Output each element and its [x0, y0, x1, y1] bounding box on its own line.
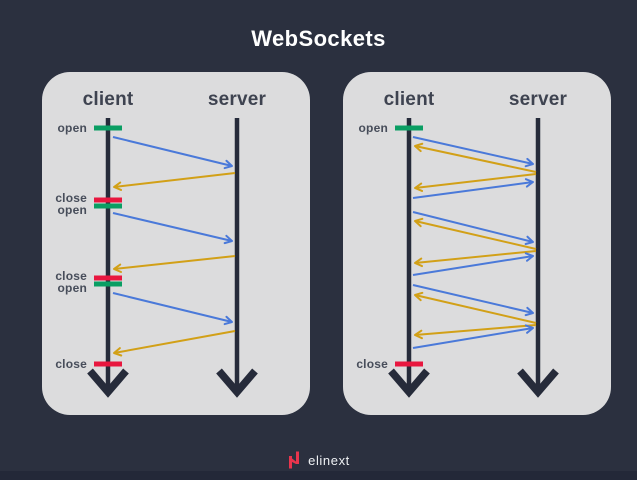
close-label: close — [356, 357, 388, 371]
client-to-server-message-arrow — [412, 252, 534, 276]
lifeline-arrowhead — [517, 368, 559, 398]
client-to-server-message-arrow — [412, 211, 534, 246]
close-label: close — [55, 357, 87, 371]
server-to-client-message-arrow — [113, 172, 236, 191]
server-to-client-message-arrow — [414, 217, 537, 250]
panel-persistent-connection: client server open close — [343, 72, 611, 415]
client-to-server-message-arrow — [412, 324, 534, 349]
server-to-client-message-arrow — [113, 330, 236, 357]
bottom-edge-strip — [0, 471, 637, 480]
server-to-client-message-arrow — [414, 250, 537, 268]
close-label: close — [55, 191, 87, 205]
server-to-client-message-arrow — [414, 142, 537, 173]
client-to-server-message-arrow — [112, 292, 233, 326]
server-header: server — [207, 89, 267, 110]
brand-wordmark: elinext — [308, 452, 350, 468]
client-to-server-message-arrow — [412, 284, 534, 317]
client-to-server-message-arrow — [412, 178, 534, 199]
client-to-server-message-arrow — [112, 212, 233, 245]
server-header: server — [508, 89, 568, 110]
client-header: client — [383, 89, 435, 110]
server-to-client-message-arrow — [414, 324, 537, 340]
sequence-diagram-right: open close — [356, 118, 559, 398]
brand-footer: elinext — [0, 450, 637, 470]
client-header: client — [82, 89, 134, 110]
elinext-logo-icon — [289, 451, 300, 469]
open-label: open — [58, 281, 87, 295]
open-label: open — [58, 203, 87, 217]
client-to-server-message-arrow — [412, 136, 534, 168]
lifeline-arrowhead — [87, 368, 129, 398]
client-to-server-message-arrow — [112, 136, 233, 170]
server-to-client-message-arrow — [113, 255, 236, 274]
close-label: close — [55, 269, 87, 283]
lifeline-arrowhead — [388, 368, 430, 398]
server-to-client-message-arrow — [414, 291, 537, 324]
open-label: open — [58, 121, 87, 135]
open-label: open — [359, 121, 388, 135]
lifeline-arrowhead — [216, 368, 258, 398]
server-to-client-message-arrow — [414, 173, 537, 192]
page-title: WebSockets — [251, 26, 386, 51]
